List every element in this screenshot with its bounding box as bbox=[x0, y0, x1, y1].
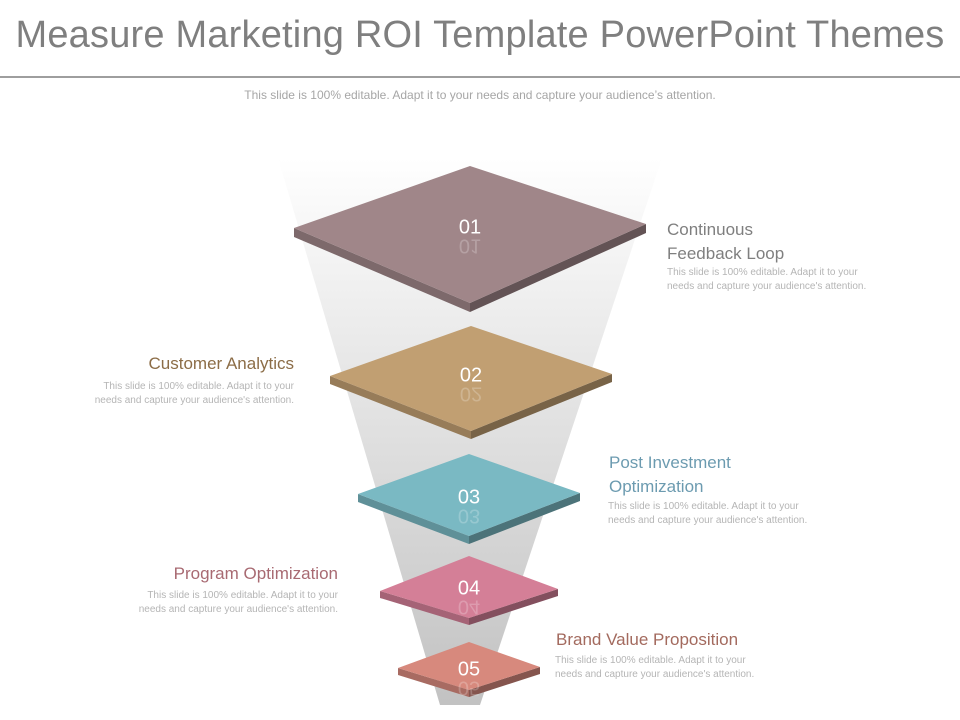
step-4-title: Program Optimization bbox=[173, 564, 338, 583]
slide-title: Measure Marketing ROI Template PowerPoin… bbox=[15, 14, 945, 56]
step-2-title: Customer Analytics bbox=[148, 354, 295, 373]
step-4-number: 04 bbox=[458, 577, 480, 599]
title-divider bbox=[0, 76, 960, 78]
step-3-number: 03 bbox=[458, 486, 480, 508]
step-1-description: This slide is 100% editable. Adapt it to… bbox=[667, 267, 867, 292]
step-2-number-reflection: 02 bbox=[460, 383, 482, 405]
step-1-title: Continuous Feedback Loop bbox=[667, 220, 785, 263]
step-4-number-reflection: 04 bbox=[458, 596, 480, 618]
step-2-description: This slide is 100% editable. Adapt it to… bbox=[94, 381, 294, 406]
step-1-number-reflection: 01 bbox=[459, 235, 481, 257]
step-5-number: 05 bbox=[458, 658, 480, 680]
slide-subtitle: This slide is 100% editable. Adapt it to… bbox=[244, 88, 716, 102]
step-4-description: This slide is 100% editable. Adapt it to… bbox=[138, 590, 338, 615]
step-5-description: This slide is 100% editable. Adapt it to… bbox=[555, 655, 755, 680]
step-2-number: 02 bbox=[460, 364, 482, 386]
step-5-title: Brand Value Proposition bbox=[556, 630, 739, 649]
step-1-number: 01 bbox=[459, 216, 481, 238]
step-3-description: This slide is 100% editable. Adapt it to… bbox=[608, 501, 808, 526]
step-3-title: Post Investment Optimization bbox=[609, 453, 731, 496]
step-5-number-reflection: 05 bbox=[458, 677, 480, 699]
step-3-number-reflection: 03 bbox=[458, 505, 480, 527]
